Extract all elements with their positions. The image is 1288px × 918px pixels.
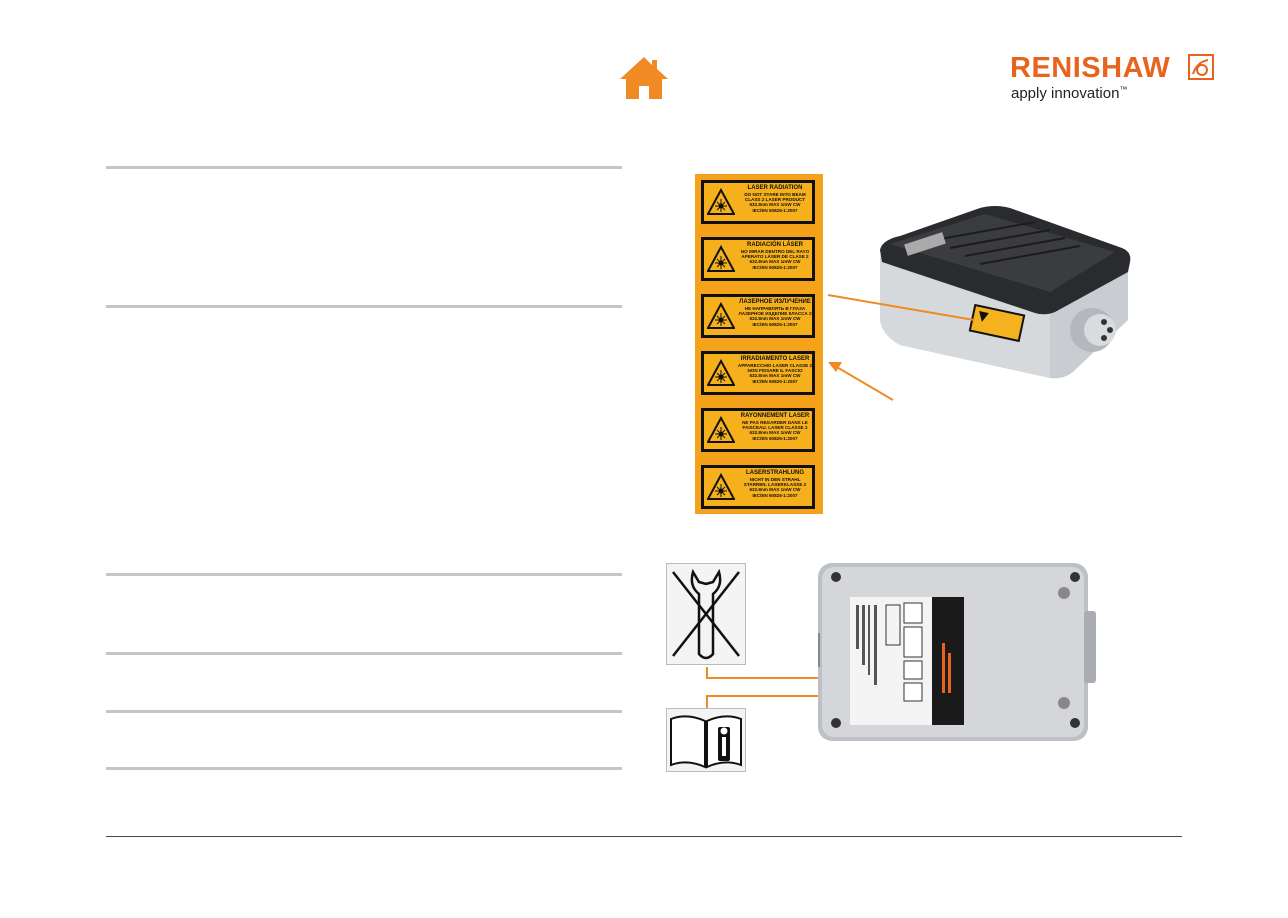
logo-wordmark: RENISHAW — [1010, 52, 1171, 84]
no-service-symbol — [666, 563, 746, 665]
label-line: IEC/EN 60825-1:2007 — [752, 492, 798, 498]
label-line: 632.8nm MAX 1mW CW — [749, 430, 801, 436]
laser-hazard-icon — [707, 245, 735, 272]
label-line: 632.8nm MAX 1mW CW — [749, 487, 801, 493]
label-line: 632.8nm MAX 1mW CW — [749, 202, 801, 208]
label-line: 632.8nm MAX 1mW CW — [749, 316, 801, 322]
label-line: APPARECCHIO LASER CLASSE 2 — [737, 363, 813, 368]
label-line: IEC/EN 60825-1:2007 — [752, 207, 798, 213]
laser-unit-image — [880, 206, 1131, 379]
label-line: NICHT IN DEN STRAHL — [749, 477, 801, 482]
label-line: IEC/EN 60825-1:2007 — [752, 264, 798, 270]
read-manual-symbol — [666, 708, 746, 772]
label-title: RAYONNEMENT LASER — [740, 413, 810, 419]
renishaw-r-icon — [1188, 54, 1214, 80]
label-line: IEC/EN 60825-1:2007 — [752, 378, 798, 384]
label-title: RADIACIÓN LÁSER — [746, 242, 803, 248]
label-line: DO NOT STARE INTO BEAM — [744, 192, 806, 197]
label-line: 632.8nm MAX 1mW CW — [749, 373, 801, 379]
laser-hazard-icon — [707, 473, 735, 500]
laser-hazard-icon — [707, 416, 735, 443]
label-line: ЛАЗЕРНОЕ ИЗДЕЛИЕ КЛАССА 2 — [738, 311, 812, 317]
label-line: NO MIRAR DENTRO DEL RAYO — [740, 249, 810, 254]
section-divider — [106, 652, 622, 655]
logo-tagline: apply innovation™ — [1011, 85, 1127, 102]
label-title: ЛАЗЕРНОЕ ИЗЛУЧЕНИЕ — [739, 299, 811, 305]
label-line: APERATO LÁSER DE CLASE 2 — [741, 254, 809, 260]
label-line: IEC/EN 60825-1:2007 — [752, 435, 798, 441]
laser-hazard-icon — [707, 188, 735, 215]
home-button[interactable] — [618, 55, 670, 101]
label-line: CLASS 2 LASER PRODUCT — [744, 197, 806, 203]
laser-hazard-icon — [707, 359, 735, 386]
section-divider — [106, 573, 622, 576]
read-manual-icon — [670, 715, 742, 769]
logo-tagline-text: apply innovation — [1011, 85, 1120, 102]
section-divider — [106, 710, 622, 713]
footer-divider — [106, 836, 1182, 837]
section-divider — [106, 166, 622, 169]
label-line: NON FISSARE IL FASCIO — [747, 368, 803, 374]
section-divider — [106, 767, 622, 770]
label-title: LASER RADIATION — [747, 185, 803, 191]
label-line: STARREN. LASERKLASSE 2 — [743, 482, 807, 488]
home-icon — [620, 57, 668, 99]
label-title: LASERSTRAHLUNG — [746, 470, 804, 476]
label-title: IRRADIAMENTO LASER — [740, 356, 810, 362]
no-user-serviceable-parts-icon — [672, 568, 740, 660]
section-divider — [106, 305, 622, 308]
label-line: IEC/EN 60825-1:2007 — [752, 321, 798, 327]
logo-tm: ™ — [1119, 85, 1128, 94]
label-line: 632.8nm MAX 1mW CW — [749, 259, 801, 265]
laser-hazard-icon — [707, 302, 735, 329]
label-line: НЕ НАПРАВЛЯТЬ В ГЛАЗА — [744, 306, 806, 311]
label-line: NE PAS REGARDER DANS LE — [742, 420, 808, 425]
label-line: FAISCEAU. LASER CLASSE 2 — [742, 425, 808, 431]
laser-unit-underside-image — [818, 563, 1096, 741]
